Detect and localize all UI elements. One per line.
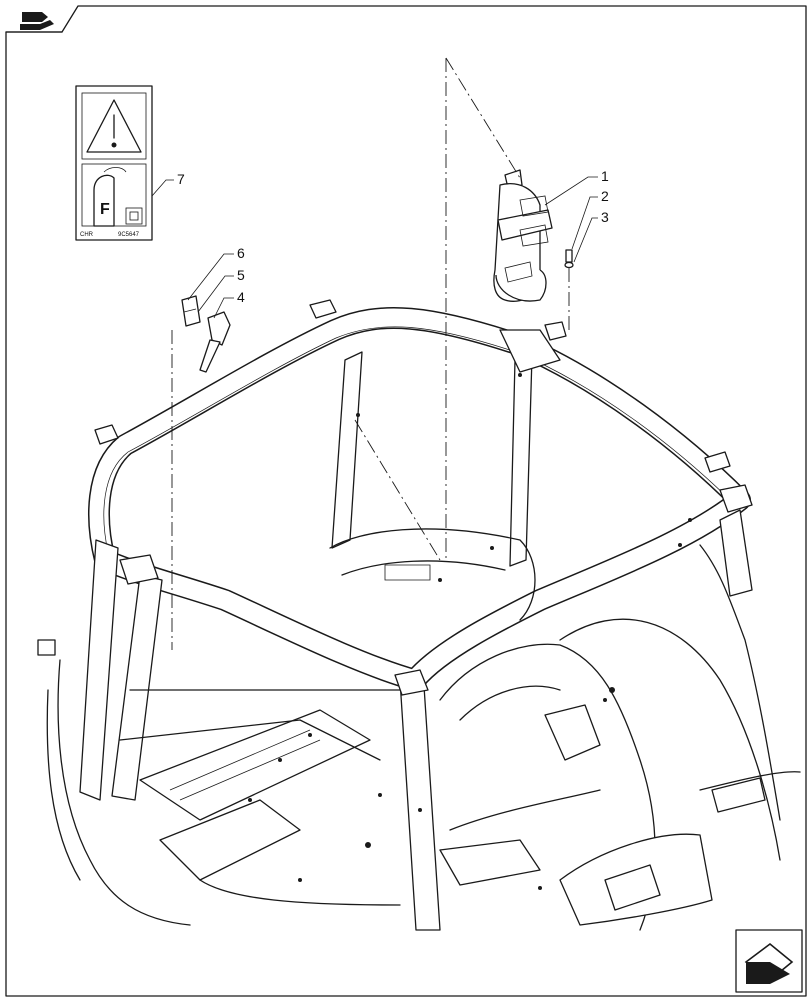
decal-footer-left: CHR	[80, 232, 94, 238]
next-page-arrow-icon[interactable]	[735, 929, 803, 993]
fire-extinguisher-icon	[93, 174, 115, 227]
assembly-lines	[171, 57, 570, 650]
cab-frame	[37, 299, 801, 931]
callout-1: 1	[601, 168, 609, 184]
extinguisher-letter: F	[100, 201, 110, 218]
warning-decal: F CHR 9C5647	[75, 85, 153, 241]
extinguisher-bracket	[493, 169, 553, 302]
warning-triangle-icon	[86, 99, 142, 153]
strap-assembly	[181, 295, 231, 373]
callout-7: 7	[177, 171, 185, 187]
callout-5: 5	[237, 267, 245, 283]
callout-labels: 1 2 3 4 5 6 7	[177, 168, 609, 305]
callout-4: 4	[237, 289, 245, 305]
screw-part	[564, 249, 574, 269]
book-arrow-icon	[20, 12, 54, 30]
decal-footer-right: 9C5647	[118, 232, 140, 238]
callout-2: 2	[601, 188, 609, 204]
callout-leaders	[151, 176, 598, 319]
callout-3: 3	[601, 209, 609, 225]
callout-6: 6	[237, 245, 245, 261]
